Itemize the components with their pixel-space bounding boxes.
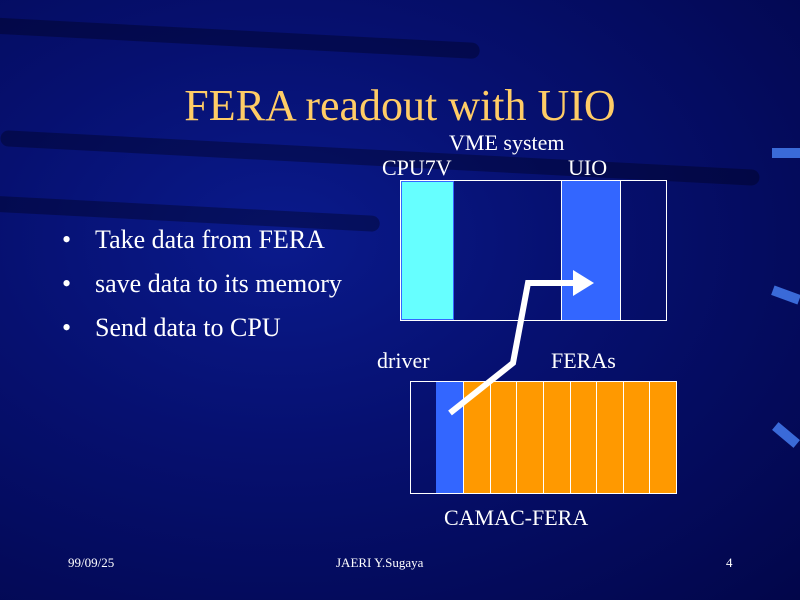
- fera-module: [489, 382, 517, 493]
- uio-module: [561, 181, 621, 320]
- bullet-item: •Take data from FERA: [62, 225, 325, 254]
- fera-module: [516, 382, 543, 493]
- uio-label: UIO: [568, 155, 608, 180]
- driver-label: driver: [377, 348, 430, 373]
- camac-fera-label: CAMAC-FERA: [444, 505, 589, 530]
- page-number: 4: [726, 555, 733, 570]
- fera-module: [649, 382, 676, 493]
- arrow-head-icon: [573, 270, 594, 296]
- cpu-label: CPU7V: [382, 155, 452, 180]
- bullet-item: •Send data to CPU: [62, 313, 281, 342]
- fera-module: [569, 382, 597, 493]
- driver-module: [436, 382, 463, 493]
- cpu-module: [401, 181, 454, 320]
- footer-date: 99/09/25: [68, 555, 115, 570]
- bullet-list: •Take data from FERA •save data to its m…: [62, 222, 342, 354]
- edge-decoration: [772, 148, 800, 158]
- fera-module: [596, 382, 623, 493]
- fera-module: [542, 382, 570, 493]
- bullet-item: •save data to its memory: [62, 269, 342, 298]
- fera-module: [622, 382, 650, 493]
- vme-crate: [400, 180, 667, 321]
- slide-title: FERA readout with UIO: [184, 81, 616, 130]
- vme-system-label: VME system: [449, 130, 565, 155]
- camac-crate: [410, 381, 677, 494]
- arrow-line: [448, 280, 578, 416]
- footer-author: JAERI Y.Sugaya: [336, 555, 424, 570]
- feras-label: FERAs: [551, 348, 616, 373]
